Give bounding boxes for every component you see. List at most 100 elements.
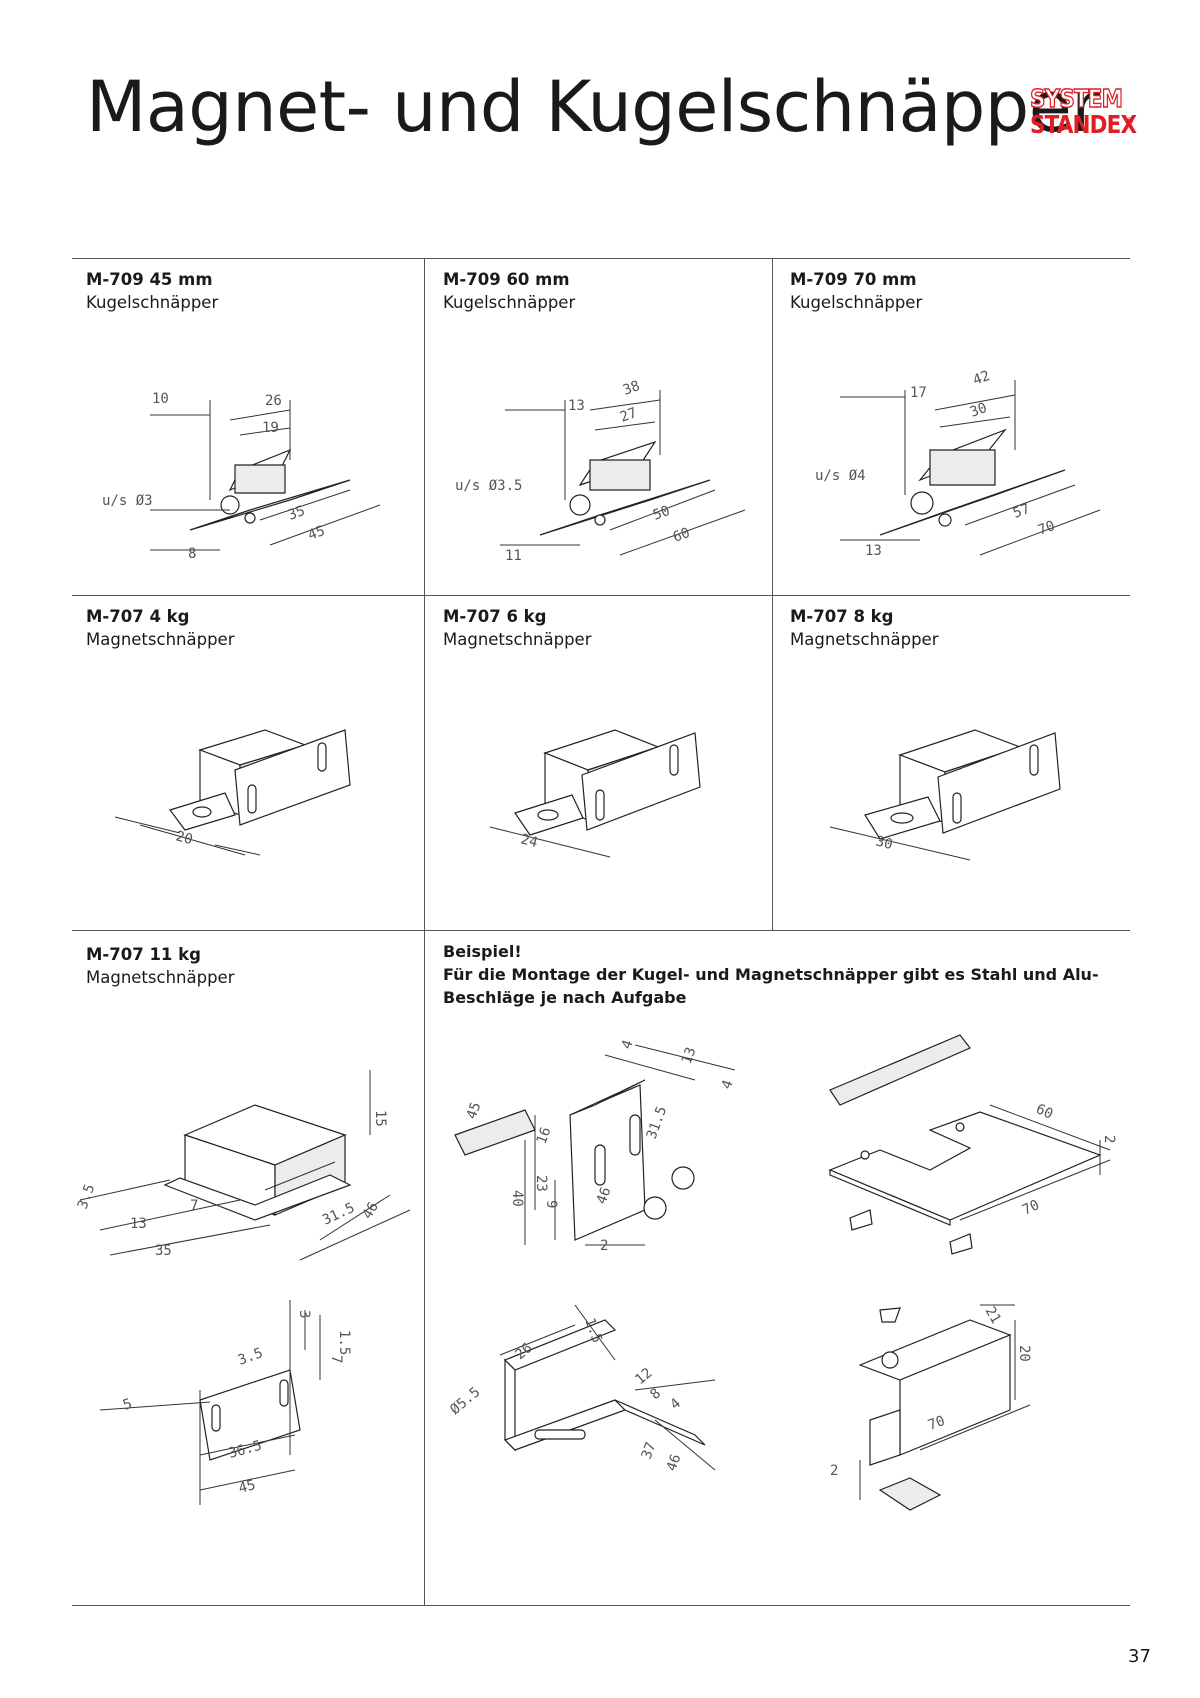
dim-label: 30 <box>874 833 894 853</box>
drawing-m709-60: 13 38 27 u/s Ø3.5 50 60 11 <box>455 378 760 564</box>
product-desc: Magnetschnäpper <box>86 630 235 650</box>
dim-label: 60 <box>671 525 692 546</box>
dimension-lines <box>525 1045 735 1245</box>
dimension-lines <box>500 1305 715 1470</box>
dimension-lines <box>150 400 380 550</box>
grid-line-row2 <box>72 595 1130 596</box>
example-heading: Beispiel! <box>443 942 522 961</box>
magnet-catch-part <box>865 730 1060 839</box>
dim-label: 17 <box>910 385 927 401</box>
dim-label: 19 <box>262 420 279 436</box>
dim-label: 7 <box>328 1355 344 1363</box>
page-number: 37 <box>1128 1646 1151 1667</box>
page-title: Magnet- und Kugelschnäpper <box>86 66 1100 148</box>
dim-label: 38 <box>621 378 642 399</box>
product-code: M-709 45 mm <box>86 270 213 289</box>
dim-label: 70 <box>1036 518 1057 539</box>
dim-label: 20 <box>174 828 194 848</box>
dim-label: 15 <box>372 1110 388 1127</box>
product-desc: Kugelschnäpper <box>443 293 576 313</box>
dimension-lines <box>960 1105 1110 1220</box>
dim-label: 35 <box>155 1243 172 1259</box>
product-code: M-709 70 mm <box>790 270 917 289</box>
ball-catch-part <box>540 442 710 535</box>
dim-label: 57 <box>1011 501 1032 522</box>
dim-label: 46 <box>360 1199 382 1222</box>
dim-label: 27 <box>618 405 639 426</box>
drawing-m707-6: 24 <box>460 715 720 865</box>
dim-label: 21 <box>982 1304 1004 1327</box>
drawing-m707-8: 30 <box>810 715 1090 865</box>
dim-label: 24 <box>519 831 539 851</box>
drawing-m707-11-body: 15 3.5 13 7 35 31.5 46 <box>75 1060 420 1280</box>
dim-label: 2 <box>600 1238 608 1254</box>
product-cell-m709-60: M-709 60 mm Kugelschnäpper <box>443 268 575 314</box>
dim-label: 16 <box>534 1125 555 1146</box>
drawing-example-u-bracket: 1.5 26 Ø5.5 12 8 4 37 46 <box>447 1300 755 1473</box>
dim-label: 9 <box>543 1200 559 1208</box>
dim-label: 4 <box>719 1078 737 1091</box>
dim-label: 3.5 <box>236 1345 265 1369</box>
dim-label: 31.5 <box>320 1200 357 1229</box>
dim-label: 3.5 <box>75 1182 99 1211</box>
dim-label: 45 <box>306 523 327 544</box>
grid-vline-r2a <box>424 595 425 930</box>
dim-label: 35 <box>286 503 307 524</box>
dimension-lines <box>100 1300 320 1505</box>
product-desc: Magnetschnäpper <box>86 968 235 988</box>
product-cell-m709-45: M-709 45 mm Kugelschnäpper <box>86 268 218 314</box>
drawing-example-angle-bracket: 4 13 4 45 31.5 16 23 40 9 46 2 <box>445 1038 737 1254</box>
dim-label: 8 <box>647 1385 664 1403</box>
dim-label: 46 <box>664 1452 685 1473</box>
drawing-example-flat-plate: 60 2 70 <box>810 1030 1117 1260</box>
product-code: M-709 60 mm <box>443 270 570 289</box>
dim-label: 13 <box>865 543 882 559</box>
dim-label: 5 <box>121 1396 134 1414</box>
grid-vline-r1a <box>424 258 425 595</box>
grid-vline-r2b <box>772 595 773 930</box>
dimension-lines <box>500 390 745 555</box>
dim-label: 40 <box>509 1190 525 1207</box>
logo-line1: SYSTEM <box>1029 84 1123 113</box>
product-cell-m707-4: M-707 4 kg Magnetschnäpper <box>86 605 234 651</box>
magnet-catch-part <box>170 730 350 830</box>
registered-mark: ® <box>1125 117 1134 127</box>
dim-label: u/s Ø4 <box>815 468 866 484</box>
grid-vline-r3 <box>424 930 425 1605</box>
example-note: Beispiel! Für die Montage der Kugel- und… <box>443 940 1103 1010</box>
dim-label: 60 <box>1033 1101 1055 1123</box>
dimension-lines <box>860 1305 1030 1500</box>
drawing-m707-11-plate: 3 1.5 7 3.5 5 36.5 45 <box>100 1290 352 1520</box>
dim-label: 2 <box>1101 1135 1117 1143</box>
counter-plate-part <box>200 1370 300 1460</box>
dim-label: 37 <box>639 1440 660 1461</box>
z-bracket-part <box>860 1308 1010 1510</box>
dim-label: 11 <box>505 548 522 564</box>
product-desc: Kugelschnäpper <box>790 293 923 313</box>
dim-label: 23 <box>533 1175 549 1192</box>
product-desc: Magnetschnäpper <box>443 630 592 650</box>
example-text: Für die Montage der Kugel- und Magnetsch… <box>443 965 1099 1008</box>
product-cell-m707-11: M-707 11 kg Magnetschnäpper <box>86 943 234 989</box>
dim-label: 70 <box>926 1413 947 1434</box>
u-bracket-part <box>505 1320 705 1450</box>
dim-label: u/s Ø3.5 <box>455 478 522 494</box>
dim-label: 1.5 <box>336 1330 352 1355</box>
product-desc: Kugelschnäpper <box>86 293 219 313</box>
grid-line-bottom <box>72 1605 1130 1606</box>
dim-label: 10 <box>152 391 169 407</box>
magnet-catch-part <box>515 730 700 835</box>
dim-label: 13 <box>679 1045 700 1066</box>
dim-label: 4 <box>619 1038 637 1051</box>
dim-label: 12 <box>632 1365 655 1388</box>
dimension-lines <box>840 380 1100 555</box>
dimension-lines <box>80 1070 410 1260</box>
ball-catch-part <box>880 430 1065 535</box>
product-cell-m707-8: M-707 8 kg Magnetschnäpper <box>790 605 938 651</box>
logo-line2: STANDEX <box>1030 110 1137 139</box>
dim-label: 13 <box>130 1216 147 1232</box>
dim-label: 46 <box>594 1185 615 1206</box>
grid-line-top <box>72 258 1130 259</box>
product-code: M-707 6 kg <box>443 607 547 626</box>
dim-label: 26 <box>265 393 282 409</box>
